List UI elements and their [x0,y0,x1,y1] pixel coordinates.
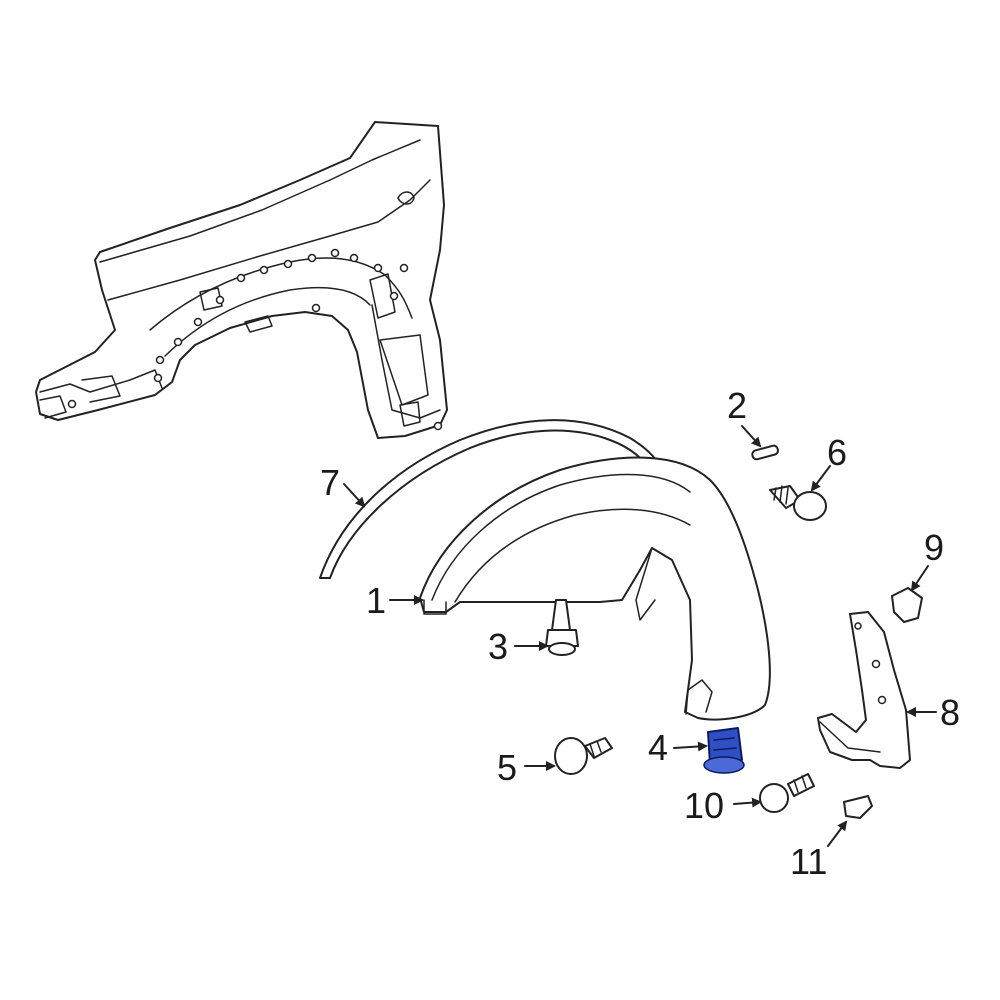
callout-5: 5 [497,747,517,788]
callout-4: 4 [648,727,668,768]
arrow-9 [910,565,929,592]
arrow-2 [741,425,762,448]
arrow-4 [673,741,708,752]
callout-2: 2 [727,385,747,426]
clip-part-11 [843,795,873,819]
callout-9: 9 [924,527,944,568]
callout-3: 3 [488,626,508,667]
callout-11: 11 [790,841,827,882]
callout-arrows [343,425,937,847]
arrow-10 [733,797,762,808]
fender-illustration [35,121,448,439]
highlighted-clip-part-4 [703,727,745,774]
bolt-part-10 [759,773,815,813]
bolt-part-6 [769,485,827,521]
fender-flare-part [419,456,771,721]
callout-6: 6 [827,432,847,473]
arrow-7 [343,483,366,508]
mud-flap-part-8 [817,611,911,769]
callout-7: 7 [320,462,340,503]
bolt-part-5 [554,737,613,775]
arrow-6 [810,465,831,492]
callout-10: 10 [684,785,724,826]
nut-part-9 [891,587,923,623]
callout-8: 8 [940,692,960,733]
arrow-11 [827,820,848,847]
pin-part [751,444,779,461]
callout-1: 1 [366,580,386,621]
clip-part-3 [545,599,579,656]
